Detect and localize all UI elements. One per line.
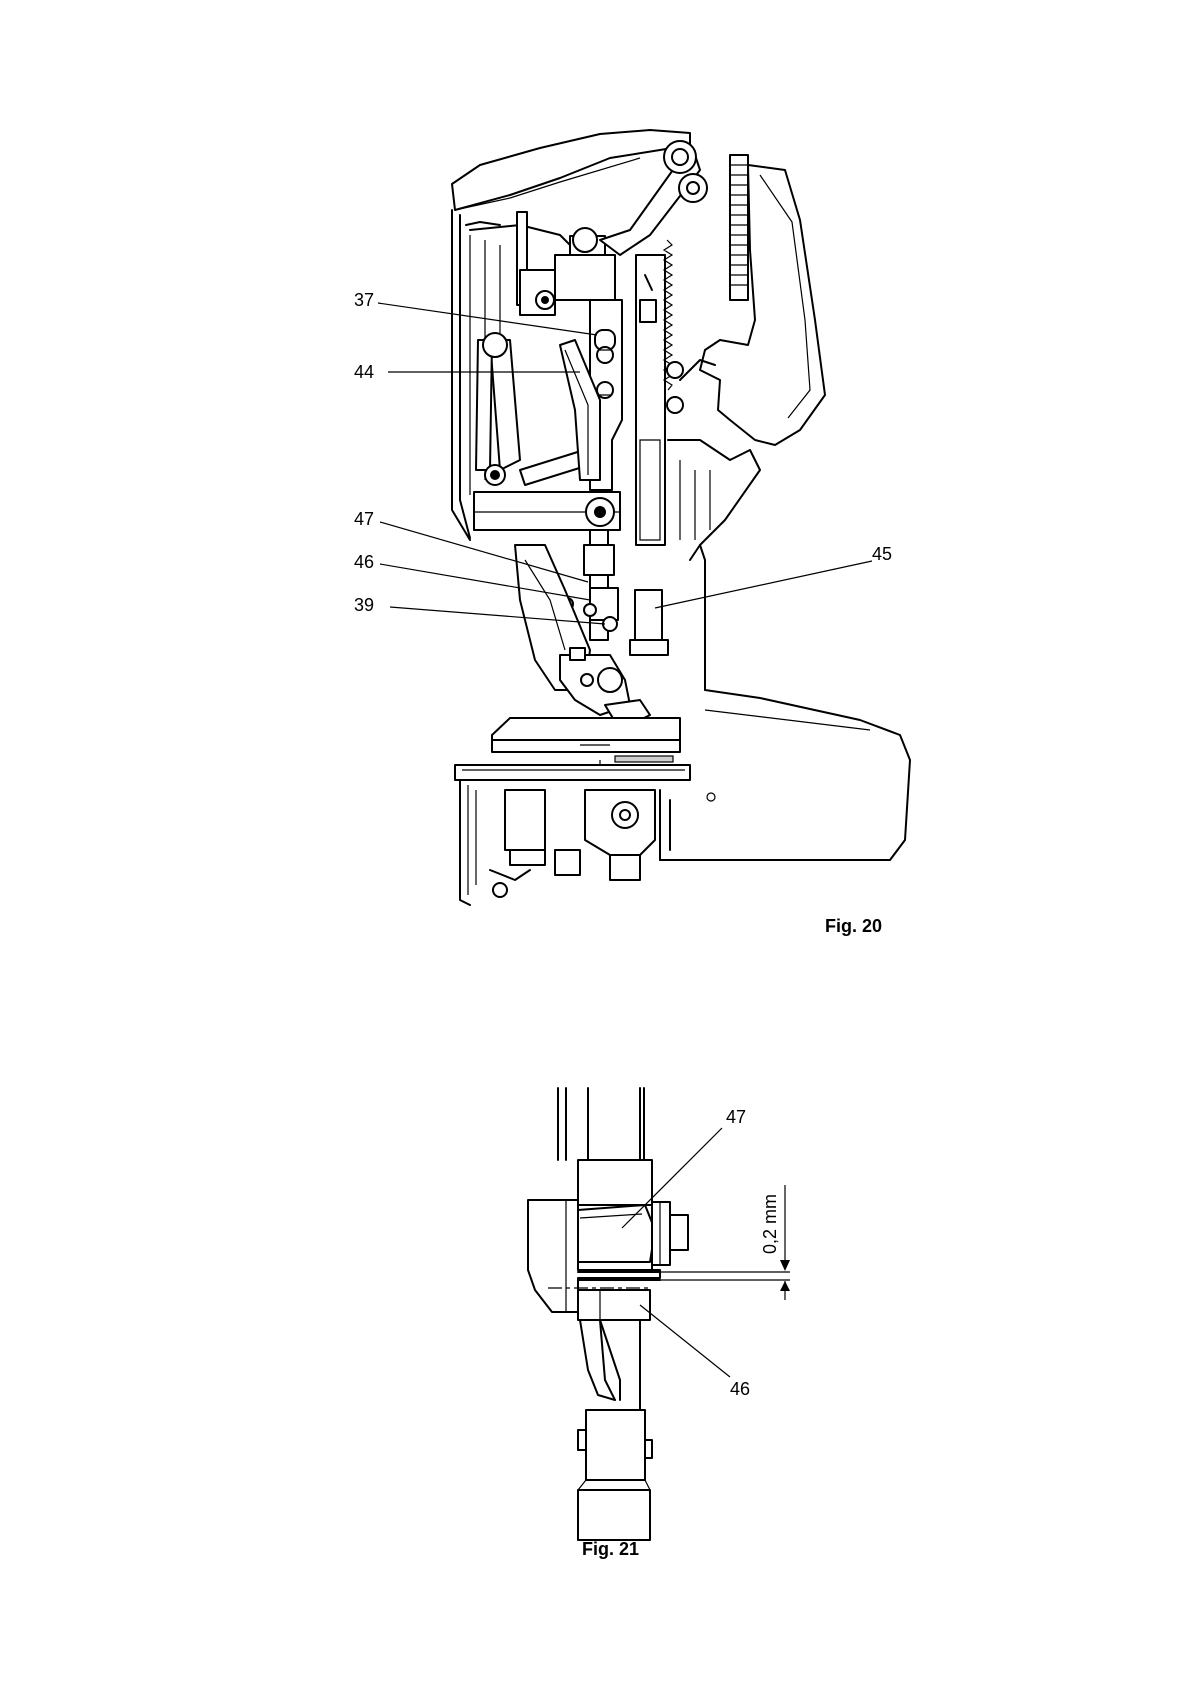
fig21-caption: Fig. 21 xyxy=(582,1540,639,1558)
dimension-label: 0,2 mm xyxy=(761,1194,779,1254)
callout-47: 47 xyxy=(726,1108,746,1126)
callout-46: 46 xyxy=(730,1380,750,1398)
